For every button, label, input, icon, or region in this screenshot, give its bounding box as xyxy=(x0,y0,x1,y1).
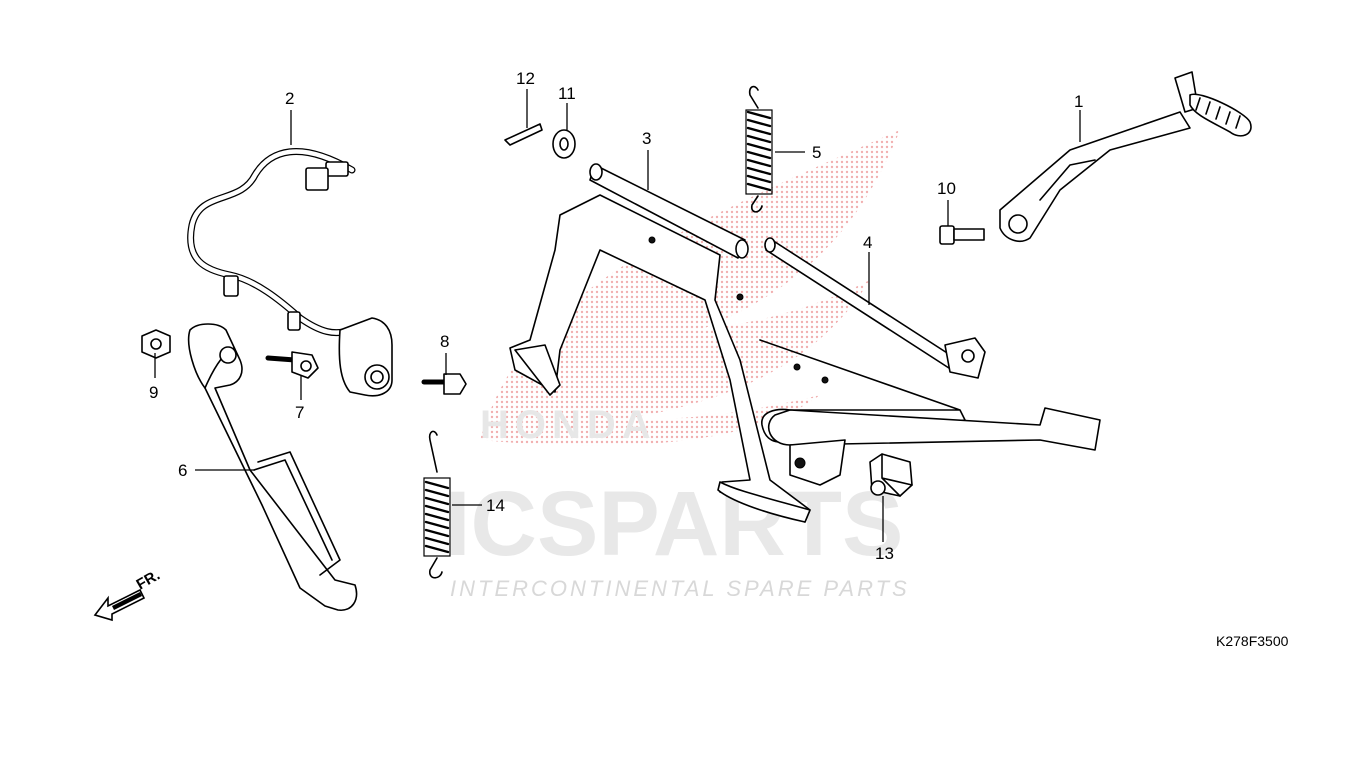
part-1-kick-arm xyxy=(999,71,1252,242)
stand-side-arm xyxy=(759,339,1101,486)
part-13-block xyxy=(869,453,913,497)
callout-14: 14 xyxy=(486,496,505,515)
callout-labels: 1 2 3 4 5 6 7 8 9 10 11 12 13 14 xyxy=(149,69,1083,563)
part-5-spring xyxy=(745,85,773,213)
part-12-cotter-pin xyxy=(504,123,543,146)
front-direction-arrow[interactable]: FR. xyxy=(93,567,163,622)
part-11-washer xyxy=(552,129,576,159)
callout-8: 8 xyxy=(440,332,449,351)
part-2-harness xyxy=(187,148,393,397)
part-4-shaft xyxy=(764,237,986,379)
part-10-bolt xyxy=(939,225,985,245)
callout-3: 3 xyxy=(642,129,651,148)
front-label: FR. xyxy=(134,567,163,594)
watermark-logo: ICSPARTS INTERCONTINENTAL SPARE PARTS xyxy=(445,473,910,601)
part-6-brake-pedal xyxy=(187,323,358,611)
part-9-nut xyxy=(141,329,171,359)
watermark-tagline: INTERCONTINENTAL SPARE PARTS xyxy=(450,576,910,601)
callout-4: 4 xyxy=(863,233,872,252)
callout-10: 10 xyxy=(937,179,956,198)
callout-12: 12 xyxy=(516,69,535,88)
callout-5: 5 xyxy=(812,143,821,162)
leader-lines xyxy=(154,89,1081,542)
diagram-reference-code: K278F3500 xyxy=(1216,633,1289,649)
watermark-logo-text: ICSPARTS xyxy=(445,473,903,575)
part-7-bolt xyxy=(265,351,319,379)
part-14-spring xyxy=(423,430,451,579)
part-8-bolt xyxy=(421,373,467,395)
callout-7: 7 xyxy=(295,403,304,422)
callout-9: 9 xyxy=(149,383,158,402)
watermark-brand: HONDA xyxy=(480,403,657,447)
callout-11: 11 xyxy=(558,84,576,103)
callout-6: 6 xyxy=(178,461,187,480)
part-3-main-stand xyxy=(509,163,811,523)
callout-2: 2 xyxy=(285,89,294,108)
callout-13: 13 xyxy=(875,544,894,563)
callout-1: 1 xyxy=(1074,92,1083,111)
